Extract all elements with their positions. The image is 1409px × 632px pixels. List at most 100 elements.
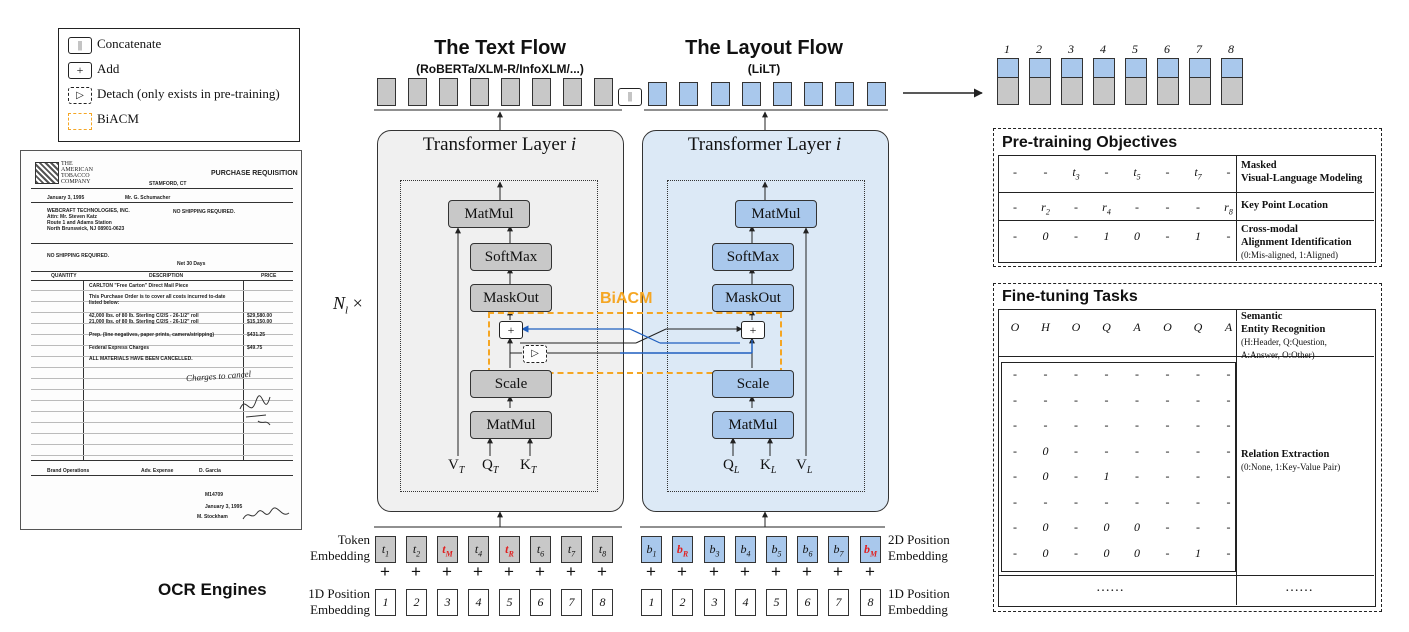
layout-matmul-top: MatMul xyxy=(735,200,817,228)
add-sign: + xyxy=(411,562,421,581)
legend-add-label: Add xyxy=(97,61,120,76)
text-softmax: SoftMax xyxy=(470,243,552,271)
pretraining-row-divider xyxy=(998,192,1374,193)
doc-acct: Adv. Expense xyxy=(141,468,174,474)
re-matrix-cell: - xyxy=(1104,418,1109,432)
box-sub: 7 xyxy=(839,549,844,559)
legend-biacm-swatch xyxy=(68,113,92,130)
token-embedding-cell: t6 xyxy=(530,536,551,563)
cell-base: t xyxy=(1133,165,1137,179)
layout-output-token xyxy=(867,82,886,106)
re-matrix-cell: 0 xyxy=(1134,520,1140,534)
layout-k-input: KL xyxy=(760,457,777,476)
box-base: b xyxy=(740,542,747,556)
ellipsis-left: …… xyxy=(1096,580,1124,595)
re-matrix-cell: - xyxy=(1104,494,1109,509)
doc-po-number: M14709 xyxy=(205,492,224,498)
doc-ship-to: NO SHIPPING REQUIRED. xyxy=(173,209,235,215)
add-sign: + xyxy=(566,562,576,581)
box-embedding-cell: b5 xyxy=(766,536,787,563)
pretraining-cell: r2 xyxy=(1035,200,1057,216)
re-matrix-cell: - xyxy=(1226,367,1231,381)
token-base: t xyxy=(442,542,446,556)
box-base: b xyxy=(646,542,653,556)
pos1d-layout-cell: 2 xyxy=(672,589,693,616)
doc-rule xyxy=(31,475,293,476)
doc-rule xyxy=(31,271,293,272)
add-sign: + xyxy=(865,562,875,581)
token-embedding-cell: t2 xyxy=(406,536,427,563)
re-matrix-cell: - xyxy=(1043,367,1048,381)
pretraining-cell: - xyxy=(1043,165,1048,179)
ser-label: Semantic Entity Recognition (H:Header, Q… xyxy=(1241,311,1327,360)
output-text-half xyxy=(1029,77,1051,105)
re-matrix-cell: - xyxy=(1135,418,1139,432)
layout-output-token xyxy=(679,82,698,106)
re-matrix-cell: - xyxy=(1074,392,1078,407)
box-base: b xyxy=(863,542,870,556)
doc-supplier: WEBCRAFT TECHNOLOGIES, INC. Attn: Mr. St… xyxy=(47,208,130,232)
pos1d-text-cell: 5 xyxy=(499,589,520,616)
doc-price: $29,580.00 xyxy=(247,313,273,319)
box-base: b xyxy=(709,542,716,556)
token-embedding-cell: t7 xyxy=(561,536,582,563)
pretraining-cell: - xyxy=(1074,229,1078,243)
re-matrix-cell: - xyxy=(1043,392,1048,407)
document-image: THE AMERICAN TOBACCO COMPANY PURCHASE RE… xyxy=(20,150,302,530)
cell-base: r xyxy=(1041,200,1046,214)
re-matrix-cell: - xyxy=(1135,367,1139,381)
finetuning-table xyxy=(998,309,1376,607)
cell-base: r xyxy=(1102,200,1107,214)
text-scale: Scale xyxy=(470,370,552,398)
output-index-label: 6 xyxy=(1164,42,1170,56)
layout-q-input: QL xyxy=(723,457,740,476)
doc-rule xyxy=(31,202,293,203)
re-matrix-cell: - xyxy=(1196,392,1200,407)
pretraining-cell: - xyxy=(1165,165,1170,179)
pretraining-label-mvlm: Masked Visual-Language Modeling xyxy=(1241,160,1363,184)
cell-sub: 5 xyxy=(1136,172,1141,182)
token-base: t xyxy=(381,542,386,556)
doc-price: $15,150.00 xyxy=(247,319,273,325)
token-base: t xyxy=(412,542,417,556)
ser-cell: Q xyxy=(1102,320,1111,334)
pretraining-title: Pre-training Objectives xyxy=(1002,134,1178,151)
doc-requisitioner: Mr. G. Schumacher xyxy=(125,195,171,201)
add-sign: + xyxy=(802,562,812,581)
re-matrix-cell: - xyxy=(1165,367,1170,381)
finetuning-row-divider xyxy=(998,356,1374,357)
layout-attention-block xyxy=(667,180,865,492)
doc-item: ALL MATERIALS HAVE BEEN CANCELLED. xyxy=(89,356,193,362)
doc-price: $49.75 xyxy=(247,345,263,351)
output-index-label: 5 xyxy=(1132,42,1138,56)
ser-cell: Q xyxy=(1193,320,1203,334)
token-embedding-cell: tR xyxy=(499,536,520,563)
legend-detach-symbol: ▷ xyxy=(68,87,92,104)
ser-cell: O xyxy=(1071,320,1081,334)
pretraining-cell: - xyxy=(1074,200,1078,214)
token-sub: 2 xyxy=(416,549,421,559)
re-matrix-cell: - xyxy=(1074,443,1078,458)
cell-base: t xyxy=(1072,165,1076,179)
cell-sub: 2 xyxy=(1045,207,1050,217)
pos1d-layout-cell: 5 xyxy=(766,589,787,616)
re-matrix-cell: - xyxy=(1196,367,1200,381)
token-sub: 6 xyxy=(540,549,545,559)
ocr-engines-label: OCR Engines xyxy=(158,580,267,599)
doc-line-rules xyxy=(31,280,293,460)
re-matrix-cell: - xyxy=(1104,367,1109,381)
output-layout-half xyxy=(1157,58,1179,78)
layout-output-token xyxy=(742,82,761,106)
pretraining-cell: - xyxy=(1196,200,1200,214)
add-sign: + xyxy=(740,562,750,581)
add-sign: + xyxy=(535,562,545,581)
output-text-half xyxy=(1125,77,1147,105)
cell-sub: 7 xyxy=(1197,172,1202,182)
box-embedding-cell: b3 xyxy=(704,536,725,563)
doc-col-price: PRICE xyxy=(261,273,277,279)
re-matrix-cell: 1 xyxy=(1195,545,1201,560)
finetuning-col-divider xyxy=(1236,309,1237,605)
box-base: b xyxy=(833,542,840,556)
doc-signature-icon xyxy=(242,507,290,520)
